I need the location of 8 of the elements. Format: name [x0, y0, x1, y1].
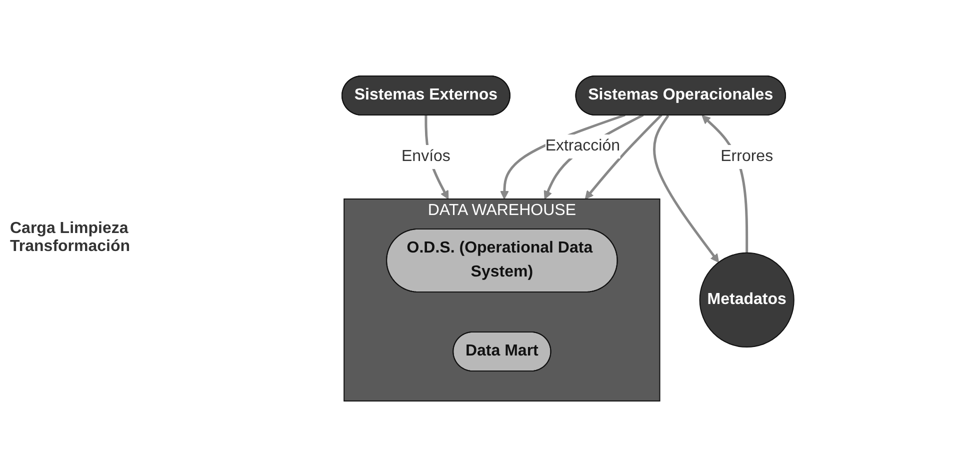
edge-label: Errores	[720, 147, 774, 164]
edge-label: Extracción	[545, 137, 620, 154]
annotation-text: Carga Limpieza Transformación	[10, 220, 132, 256]
arrow	[544, 113, 644, 199]
arrow	[653, 114, 720, 262]
arrow	[584, 114, 662, 199]
edge-label: Envíos	[402, 147, 450, 164]
node-circle: Metadatos	[699, 252, 794, 348]
